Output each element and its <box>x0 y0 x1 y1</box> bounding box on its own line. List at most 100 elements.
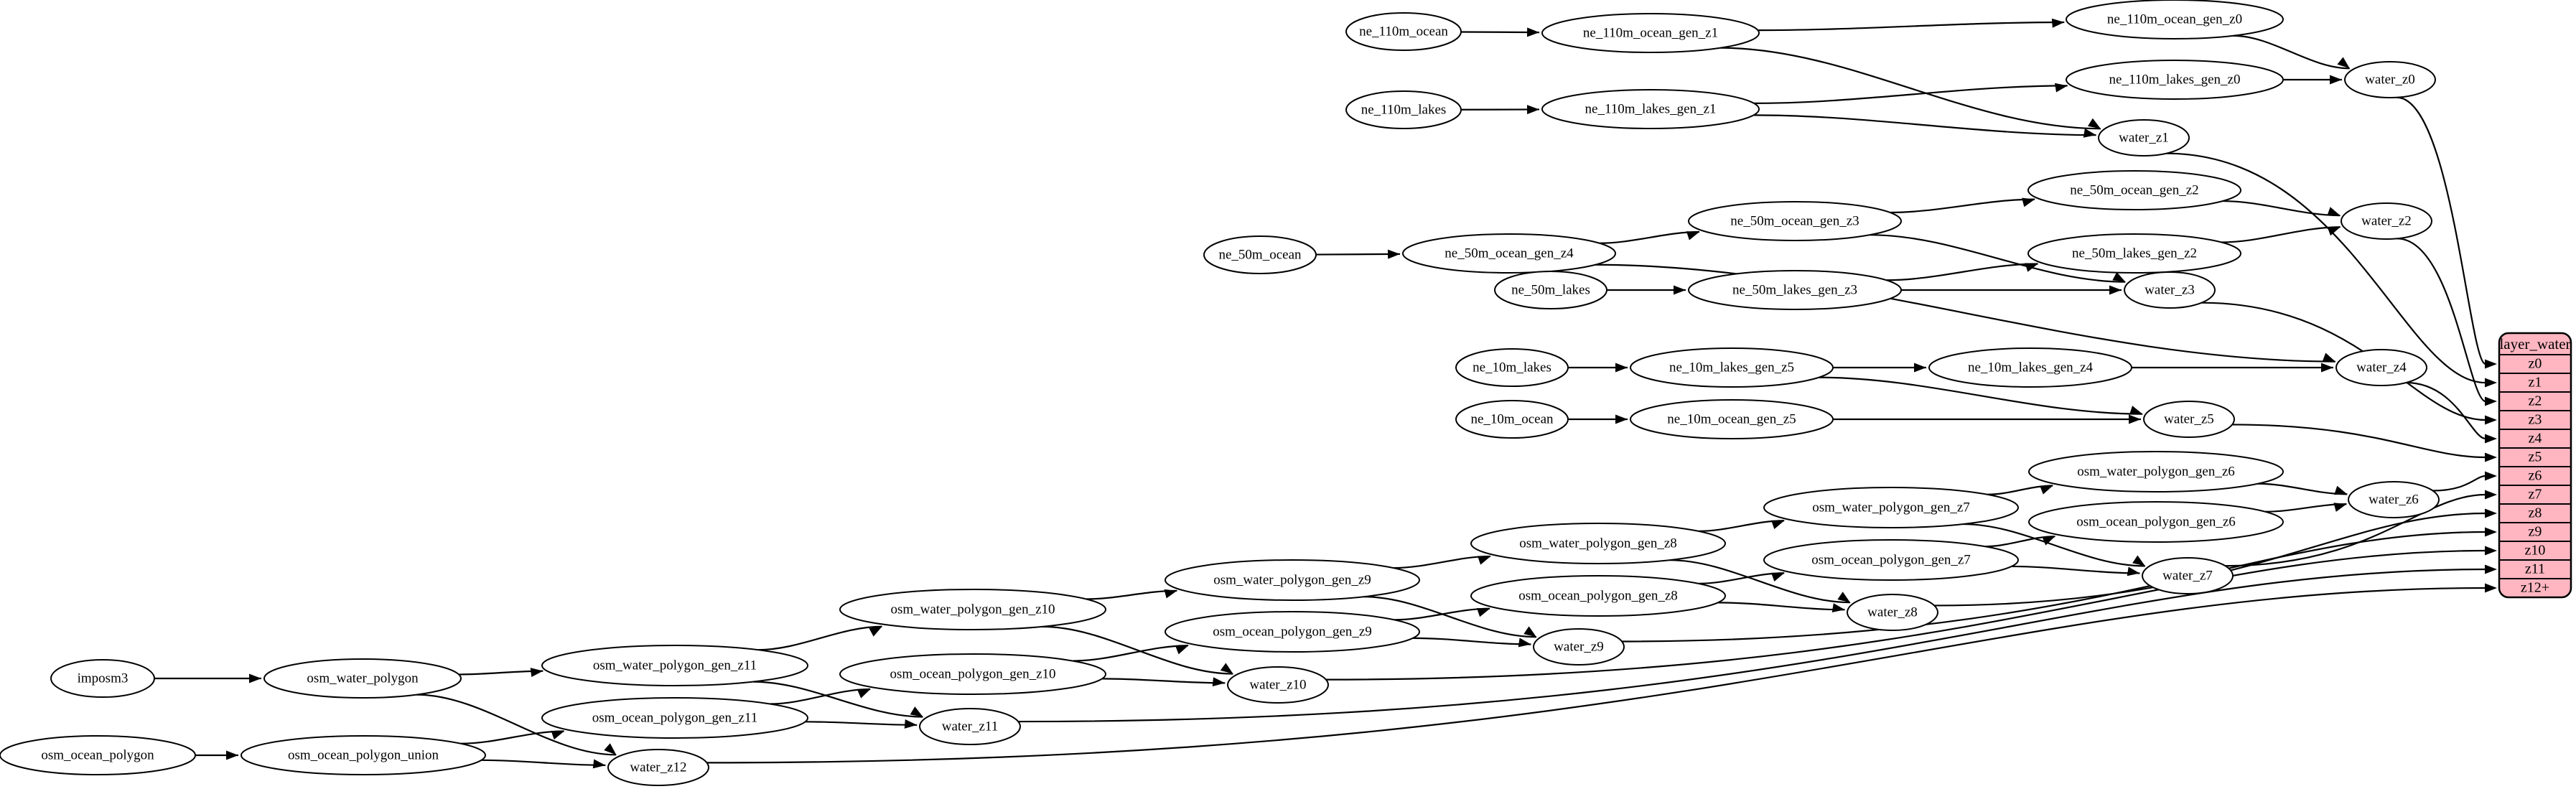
legend-row-z9[interactable] <box>2499 523 2571 541</box>
graph-edge <box>1394 607 1490 621</box>
graph-node-osm_ocean_polygon_gen_z7[interactable]: osm_ocean_polygon_gen_z7 <box>1763 539 2019 581</box>
graph-edge <box>2221 226 2341 243</box>
graph-node-osm_water_polygon_gen_z6[interactable]: osm_water_polygon_gen_z6 <box>2028 451 2284 492</box>
graph-edge <box>1363 596 1537 638</box>
graph-node-ne_10m_ocean[interactable]: ne_10m_ocean <box>1455 400 1569 439</box>
graph-edge <box>195 750 238 760</box>
graph-edge <box>1460 105 1540 115</box>
legend-table[interactable]: layer_waterz0z1z2z3z4z5z6z7z8z9z10z11z12… <box>2498 332 2572 599</box>
legend-edge <box>2397 96 2497 369</box>
graph-node-water_z5[interactable]: water_z5 <box>2143 401 2235 438</box>
legend-row-z12+[interactable] <box>2499 579 2571 597</box>
graph-edge <box>1886 263 2038 281</box>
graph-node-water_z10[interactable]: water_z10 <box>1227 666 1329 704</box>
graph-node-water_z11[interactable]: water_z11 <box>919 708 1021 745</box>
graph-node-ne_110m_lakes_gen_z0[interactable]: ne_110m_lakes_gen_z0 <box>2066 60 2284 100</box>
graph-edge <box>1720 47 2101 130</box>
graph-node-ne_110m_ocean_gen_z1[interactable]: ne_110m_ocean_gen_z1 <box>1541 13 1760 53</box>
legend-edge <box>706 583 2497 764</box>
graph-node-osm_ocean_polygon_gen_z11[interactable]: osm_ocean_polygon_gen_z11 <box>541 697 808 739</box>
graph-node-osm_ocean_polygon_gen_z8[interactable]: osm_ocean_polygon_gen_z8 <box>1470 575 1726 617</box>
graph-node-osm_water_polygon_gen_z8[interactable]: osm_water_polygon_gen_z8 <box>1470 523 1726 564</box>
graph-edge <box>460 730 564 744</box>
graph-node-water_z7[interactable]: water_z7 <box>2142 557 2234 594</box>
graph-edge <box>1963 523 2145 567</box>
graph-node-osm_ocean_polygon_union[interactable]: osm_ocean_polygon_union <box>241 735 486 775</box>
graph-edge <box>481 759 606 769</box>
graph-node-osm_ocean_polygon_gen_z6[interactable]: osm_ocean_polygon_gen_z6 <box>2028 501 2284 543</box>
legend-row-z1[interactable] <box>2499 373 2571 392</box>
legend-row-z10[interactable] <box>2499 541 2571 560</box>
graph-node-water_z9[interactable]: water_z9 <box>1533 628 1625 666</box>
graph-edge <box>1102 677 1226 687</box>
legend-edge <box>1622 527 2497 643</box>
graph-node-water_z0[interactable]: water_z0 <box>2344 61 2436 98</box>
graph-node-ne_10m_lakes[interactable]: ne_10m_lakes <box>1455 348 1569 387</box>
graph-edge <box>2132 363 2333 373</box>
graph-edge <box>1567 363 1628 373</box>
graph-node-ne_50m_ocean_gen_z3[interactable]: ne_50m_ocean_gen_z3 <box>1688 201 1902 241</box>
legend-row-z3[interactable] <box>2499 411 2571 429</box>
graph-edge <box>1315 249 1401 259</box>
graph-node-water_z3[interactable]: water_z3 <box>2124 271 2216 309</box>
graph-node-imposm3[interactable]: imposm3 <box>50 659 155 698</box>
graph-node-ne_110m_lakes_gen_z1[interactable]: ne_110m_lakes_gen_z1 <box>1541 89 1760 129</box>
graph-node-osm_water_polygon_gen_z9[interactable]: osm_water_polygon_gen_z9 <box>1165 559 1420 601</box>
legend-edge <box>2432 471 2497 492</box>
graph-node-water_z2[interactable]: water_z2 <box>2341 202 2432 240</box>
legend-row-z0[interactable] <box>2499 355 2571 373</box>
graph-node-water_z12[interactable]: water_z12 <box>607 749 709 786</box>
graph-node-osm_water_polygon_gen_z11[interactable]: osm_water_polygon_gen_z11 <box>541 645 808 686</box>
graph-edge <box>1073 645 1189 662</box>
graph-edge <box>2011 565 2140 576</box>
graph-node-osm_ocean_polygon_gen_z10[interactable]: osm_ocean_polygon_gen_z10 <box>839 653 1106 695</box>
graph-node-water_z4[interactable]: water_z4 <box>2335 349 2427 386</box>
graph-node-ne_110m_ocean_gen_z0[interactable]: ne_110m_ocean_gen_z0 <box>2066 0 2284 39</box>
legend-edge <box>2397 238 2497 406</box>
graph-node-ne_110m_lakes[interactable]: ne_110m_lakes <box>1345 90 1462 129</box>
legend-row-z2[interactable] <box>2499 392 2571 411</box>
graph-edge <box>758 625 882 651</box>
graph-edge <box>1086 589 1177 600</box>
edges-layer <box>154 18 2350 769</box>
graph-node-water_z6[interactable]: water_z6 <box>2348 481 2440 518</box>
graph-edge <box>770 688 871 705</box>
legend-row-z6[interactable] <box>2499 467 2571 485</box>
graph-node-ne_10m_lakes_gen_z4[interactable]: ne_10m_lakes_gen_z4 <box>1928 347 2132 388</box>
legend-edges-layer <box>706 96 2497 764</box>
graph-node-ne_50m_ocean_gen_z4[interactable]: ne_50m_ocean_gen_z4 <box>1402 233 1616 274</box>
graph-edge <box>1758 18 2065 32</box>
graph-node-osm_water_polygon[interactable]: osm_water_polygon <box>263 658 462 699</box>
graph-node-water_z1[interactable]: water_z1 <box>2098 119 2190 157</box>
graph-node-osm_water_polygon_gen_z7[interactable]: osm_water_polygon_gen_z7 <box>1763 487 2019 528</box>
graph-node-ne_50m_lakes_gen_z2[interactable]: ne_50m_lakes_gen_z2 <box>2027 233 2241 274</box>
graph-node-ne_10m_ocean_gen_z5[interactable]: ne_10m_ocean_gen_z5 <box>1630 399 1834 439</box>
graph-edge <box>1669 559 1851 604</box>
legend-row-z7[interactable] <box>2499 485 2571 504</box>
graph-node-ne_50m_lakes[interactable]: ne_50m_lakes <box>1494 271 1607 309</box>
legend-edge <box>2225 490 2497 567</box>
graph-node-water_z8[interactable]: water_z8 <box>1847 594 1938 631</box>
graph-edge <box>1599 230 1700 244</box>
legend-edge <box>2406 381 2497 444</box>
legend-row-z11[interactable] <box>2499 560 2571 579</box>
legend-row-z5[interactable] <box>2499 448 2571 467</box>
nodes-layer: ne_110m_ocean ne_110m_ocean_gen_z1 ne_110m… <box>0 0 2440 786</box>
graph-edge <box>805 719 918 729</box>
graph-edge <box>1412 637 1531 648</box>
graph-node-osm_water_polygon_gen_z10[interactable]: osm_water_polygon_gen_z10 <box>839 589 1106 630</box>
graph-node-ne_50m_ocean_gen_z2[interactable]: ne_50m_ocean_gen_z2 <box>2027 170 2241 210</box>
graph-node-osm_ocean_polygon[interactable]: osm_ocean_polygon <box>0 735 196 775</box>
graph-edge <box>1717 602 1845 612</box>
graph-node-ne_110m_ocean[interactable]: ne_110m_ocean <box>1345 12 1462 51</box>
graph-node-ne_50m_lakes_gen_z3[interactable]: ne_50m_lakes_gen_z3 <box>1688 270 1902 310</box>
legend-row-z4[interactable] <box>2499 429 2571 448</box>
legend-row-z8[interactable] <box>2499 504 2571 523</box>
graph-edge <box>1568 414 1628 424</box>
graph-edge <box>1394 555 1491 569</box>
graph-node-ne_10m_lakes_gen_z5[interactable]: ne_10m_lakes_gen_z5 <box>1630 347 1834 388</box>
graph-node-ne_50m_ocean[interactable]: ne_50m_ocean <box>1203 235 1317 274</box>
graph-node-osm_ocean_polygon_gen_z9[interactable]: osm_ocean_polygon_gen_z9 <box>1165 611 1420 653</box>
